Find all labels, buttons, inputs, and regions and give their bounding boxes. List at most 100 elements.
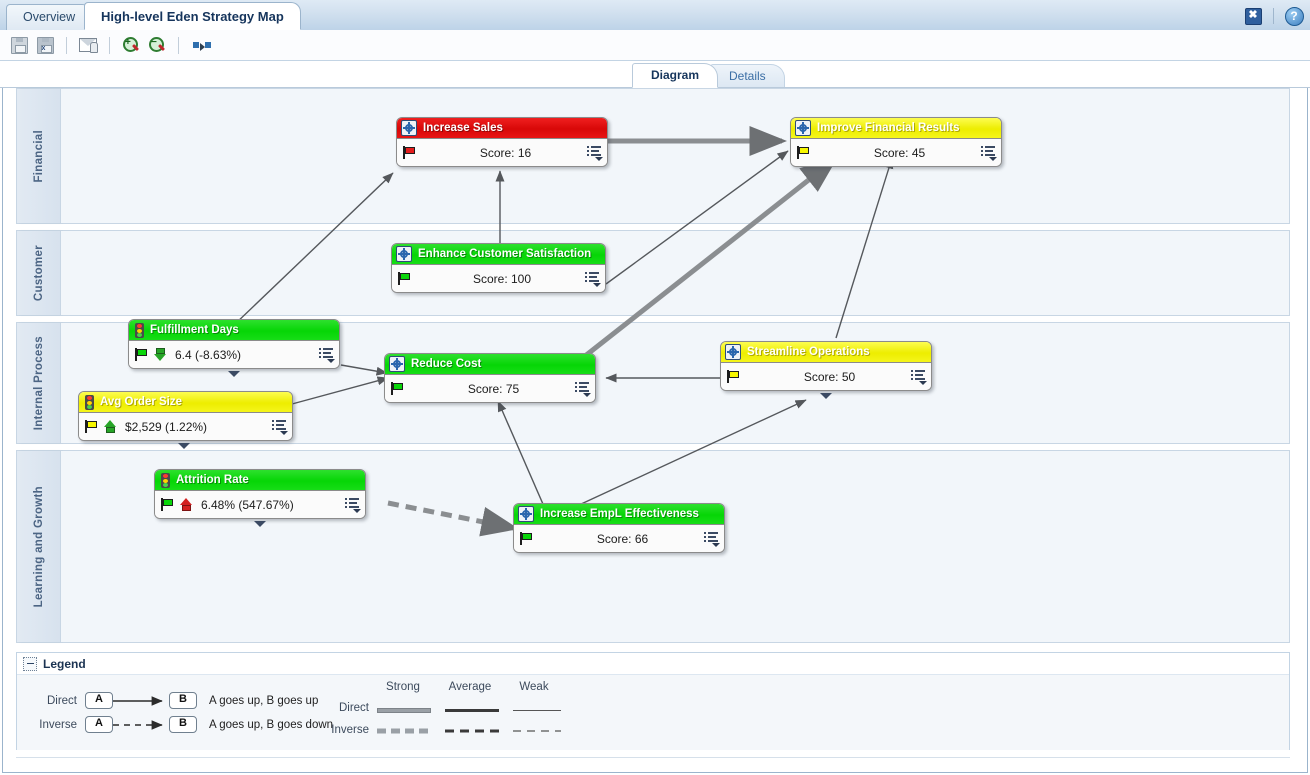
- legend-line-inverse-weak: [513, 730, 561, 732]
- tab-high-level-eden-strategy-map[interactable]: High-level Eden Strategy Map: [84, 2, 301, 30]
- lane-header-financial[interactable]: Financial: [17, 89, 61, 223]
- toolbar-separator-3: [178, 36, 179, 54]
- node-header-improve-financial-results: Improve Financial Results: [791, 118, 1001, 139]
- lane-header-customer[interactable]: Customer: [17, 231, 61, 315]
- node-improve-financial-results[interactable]: Improve Financial Results Score: 45: [790, 117, 1002, 167]
- send-mail-icon-glyph: [79, 38, 98, 53]
- fit-to-window-icon[interactable]: [189, 34, 215, 56]
- expand-caret-streamline-operations[interactable]: [820, 393, 832, 399]
- node-detail-menu-icon[interactable]: [575, 381, 591, 397]
- toolbar-separator-1: [66, 36, 67, 54]
- tab-details[interactable]: Details: [710, 64, 785, 87]
- lane-body-customer: [61, 231, 1289, 315]
- traffic-light-icon: [135, 322, 144, 338]
- node-value-attrition-rate: 6.48% (547.67%): [201, 497, 294, 512]
- node-title-attrition-rate: Attrition Rate: [176, 473, 249, 486]
- node-avg-order-size[interactable]: Avg Order Size $2,529 (1.22%): [78, 391, 293, 441]
- help-icon[interactable]: ?: [1284, 6, 1304, 26]
- node-enhance-customer-satisfaction[interactable]: Enhance Customer Satisfaction Score: 100: [391, 243, 606, 293]
- node-increase-sales[interactable]: Increase Sales Score: 16: [396, 117, 608, 167]
- expand-caret-avg-order-size[interactable]: [178, 443, 190, 449]
- node-detail-menu-icon[interactable]: [272, 419, 288, 435]
- strategy-map-canvas[interactable]: Financial Customer Internal Process Lear…: [16, 88, 1290, 646]
- legend-strength-header-weak: Weak: [519, 681, 549, 693]
- legend-strength-row-direct-label: Direct: [338, 702, 369, 714]
- legend-direct-label: Direct: [46, 694, 77, 707]
- node-detail-menu-icon[interactable]: [319, 347, 335, 363]
- tab-overview-label: Overview: [23, 10, 76, 24]
- node-header-enhance-customer-satisfaction: Enhance Customer Satisfaction: [392, 244, 605, 265]
- node-value-increase-sales: Score: 16: [479, 145, 532, 160]
- zoom-in-icon[interactable]: +: [120, 34, 142, 56]
- traffic-light-icon: [161, 472, 170, 488]
- node-header-avg-order-size: Avg Order Size: [79, 392, 292, 413]
- node-streamline-operations[interactable]: Streamline Operations Score: 50: [720, 341, 932, 391]
- tab-overview[interactable]: Overview: [6, 4, 93, 30]
- save-icon[interactable]: [8, 34, 30, 56]
- node-body-reduce-cost: Score: 75: [385, 375, 595, 402]
- legend-chip-a: A: [85, 692, 113, 709]
- tab-details-label: Details: [729, 69, 766, 83]
- node-title-increase-empl-effectiveness: Increase EmpL Effectiveness: [540, 507, 699, 520]
- tab-diagram-label: Diagram: [651, 68, 700, 82]
- send-mail-icon[interactable]: [77, 34, 99, 56]
- lane-header-learning-and-growth[interactable]: Learning and Growth: [17, 451, 61, 642]
- tab-strategy-map-label: High-level Eden Strategy Map: [101, 9, 284, 24]
- node-header-increase-empl-effectiveness: Increase EmpL Effectiveness: [514, 504, 724, 525]
- status-flag-icon: [85, 420, 98, 433]
- collapse-icon[interactable]: [23, 656, 37, 671]
- lane-customer: Customer: [16, 230, 1290, 316]
- expand-caret-attrition-rate[interactable]: [254, 521, 266, 527]
- node-body-improve-financial-results: Score: 45: [791, 139, 1001, 166]
- tab-diagram[interactable]: Diagram: [632, 63, 719, 88]
- sub-tab-strip: Diagram Details: [0, 61, 1310, 88]
- legend-body: Direct A B A goes up, B goes up Inverse …: [17, 675, 1289, 750]
- legend-chip-b: B: [169, 692, 197, 709]
- node-header-streamline-operations: Streamline Operations: [721, 342, 931, 363]
- node-detail-menu-icon[interactable]: [345, 497, 361, 513]
- trend-down-icon: [154, 348, 167, 361]
- node-attrition-rate[interactable]: Attrition Rate 6.48% (547.67%): [154, 469, 366, 519]
- zoom-out-icon[interactable]: −: [146, 34, 168, 56]
- lane-financial: Financial: [16, 88, 1290, 224]
- save-as-icon[interactable]: x: [34, 34, 56, 56]
- node-title-reduce-cost: Reduce Cost: [411, 357, 482, 370]
- node-title-avg-order-size: Avg Order Size: [100, 395, 183, 408]
- traffic-light-icon: [85, 394, 94, 410]
- node-detail-menu-icon[interactable]: [911, 369, 927, 385]
- node-reduce-cost[interactable]: Reduce Cost Score: 75: [384, 353, 596, 403]
- node-detail-menu-icon[interactable]: [585, 271, 601, 287]
- help-icon-glyph: ?: [1284, 6, 1304, 26]
- trend-up-icon: [104, 420, 117, 433]
- objective-icon: [396, 246, 412, 262]
- legend-row-direct: Direct A B A goes up, B goes up: [25, 692, 318, 709]
- trend-up-icon: [180, 498, 193, 511]
- legend-line-direct-weak: [513, 710, 561, 711]
- objective-icon: [389, 356, 405, 372]
- objective-icon: [518, 506, 534, 522]
- legend-header: Legend: [17, 653, 1289, 675]
- node-detail-menu-icon[interactable]: [981, 145, 997, 161]
- status-flag-icon: [391, 382, 404, 395]
- node-title-streamline-operations: Streamline Operations: [747, 345, 870, 358]
- legend-row-inverse: Inverse A B A goes up, B goes down: [25, 716, 333, 733]
- legend-strength-row-inverse-label: Inverse: [331, 724, 369, 736]
- status-flag-icon: [135, 348, 148, 361]
- legend-strength-header-strong: Strong: [386, 681, 420, 693]
- node-header-reduce-cost: Reduce Cost: [385, 354, 595, 375]
- legend-line-inverse-strong: [377, 728, 431, 734]
- close-icon[interactable]: ✖: [1243, 6, 1263, 26]
- legend-line-inverse-average: [445, 729, 499, 733]
- node-increase-empl-effectiveness[interactable]: Increase EmpL Effectiveness Score: 66: [513, 503, 725, 553]
- node-value-reduce-cost: Score: 75: [467, 381, 520, 396]
- node-detail-menu-icon[interactable]: [587, 145, 603, 161]
- toolbar-divider: [1273, 8, 1274, 24]
- lane-label-internal-process: Internal Process: [32, 335, 45, 431]
- lane-label-financial: Financial: [32, 129, 45, 183]
- node-fulfillment-days[interactable]: Fulfillment Days 6.4 (-8.63%): [128, 319, 340, 369]
- node-detail-menu-icon[interactable]: [704, 531, 720, 547]
- legend-title: Legend: [43, 656, 86, 671]
- lane-header-internal-process[interactable]: Internal Process: [17, 323, 61, 443]
- expand-caret-fulfillment-days[interactable]: [228, 371, 240, 377]
